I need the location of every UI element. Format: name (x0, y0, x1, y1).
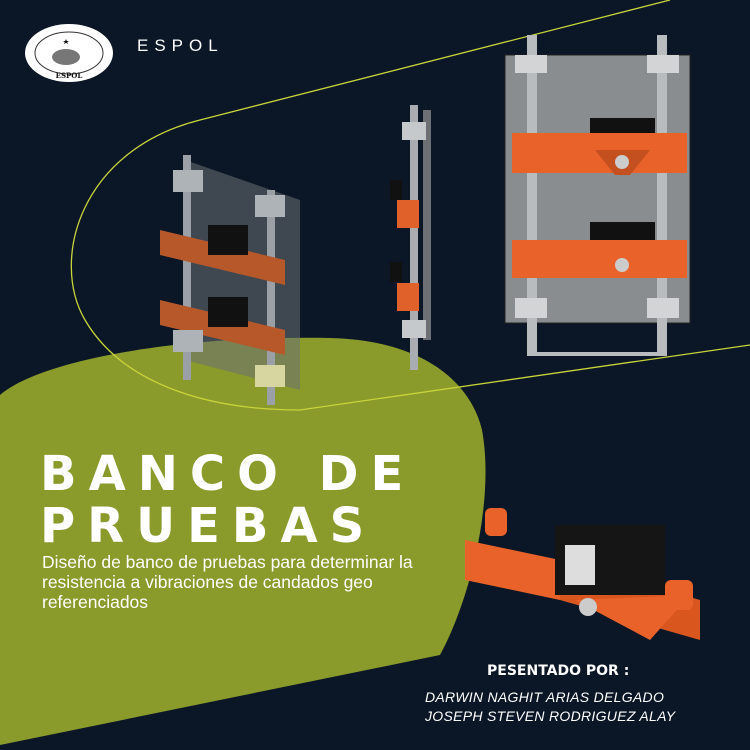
accent-curve (70, 0, 750, 411)
title-line-2: PRUEBAS (40, 498, 377, 554)
author-name: DARWIN NAGHIT ARIAS DELGADO (425, 689, 665, 705)
espol-seal-logo: ESPOL (25, 24, 113, 82)
lock-device-image (465, 508, 700, 640)
poster-subtitle: Diseño de banco de pruebas para determin… (42, 552, 413, 612)
svg-text:ESPOL: ESPOL (56, 71, 83, 80)
presented-by-label: PESENTADO POR : (487, 663, 630, 679)
brand-name: ESPOL (137, 36, 224, 55)
poster-title: BANCO DE PRUEBAS (40, 448, 415, 552)
olive-shape (0, 337, 486, 745)
title-line-1: BANCO DE (40, 446, 416, 502)
test-bench-side-image (390, 105, 431, 370)
test-bench-front-image (504, 35, 691, 356)
author-name: JOSEPH STEVEN RODRIGUEZ ALAY (425, 708, 676, 724)
test-bench-perspective-image (160, 155, 300, 405)
